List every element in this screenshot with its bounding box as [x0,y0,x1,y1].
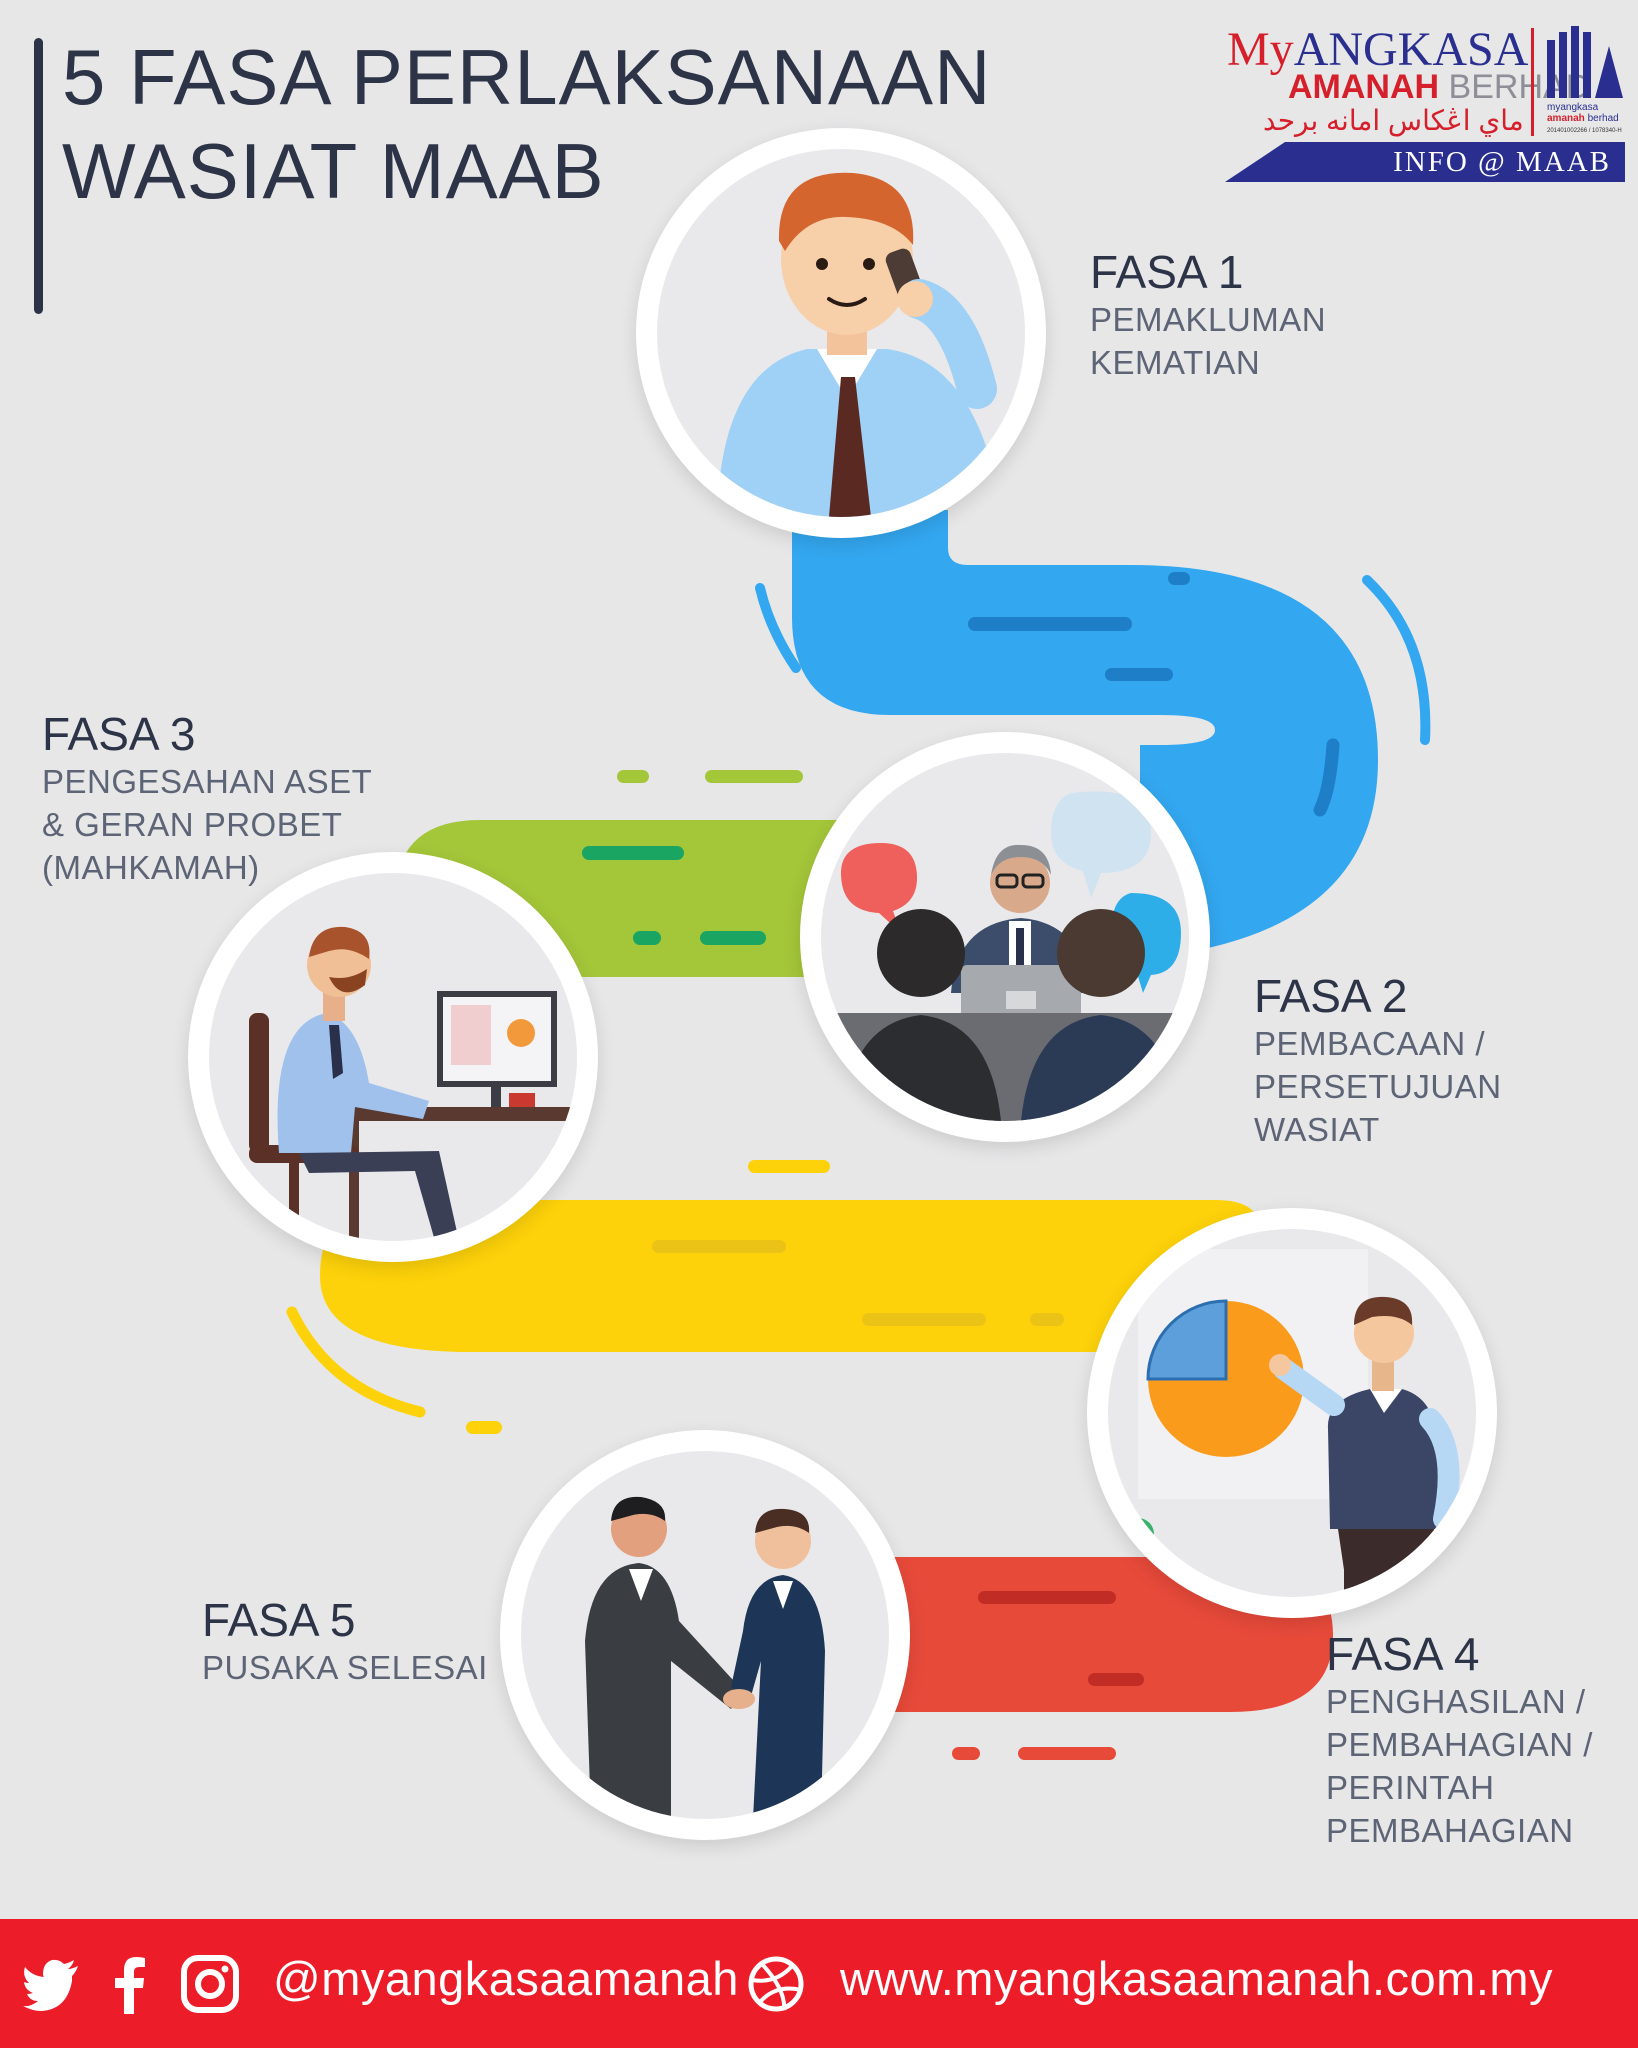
phase-3-desc-3: (MAHKAMAH) [42,849,260,886]
phase-3-desc-1: PENGESAHAN ASET [42,763,373,800]
phase-4-desc-3: PERINTAH [1326,1769,1495,1806]
website-link[interactable]: www.myangkasaamanah.com.my [840,1952,1554,2005]
phase-4-desc-2: PEMBAHAGIAN / [1326,1726,1593,1763]
phase-4-desc-1: PENGHASILAN / [1326,1683,1586,1720]
logo-ribbon-text: INFO @ MAAB [1393,146,1611,178]
phase-5-label: FASA 5 [202,1594,356,1646]
phase-5-desc-1: PUSAKA SELESAI [202,1649,488,1686]
phase-1-desc-2: KEMATIAN [1090,344,1261,381]
logo-reg-no: 201401002266 / 1078340-H [1547,128,1622,134]
title-line-1: 5 FASA PERLAKSANAAN [62,33,992,121]
phase-5-text: FASA 5 PUSAKA SELESAI [202,1594,488,1689]
man-at-desk-icon [249,926,577,1241]
footer-bar: @myangkasaamanah www.myangkasaamanah.com… [0,1919,1638,2048]
phase-2-desc-1: PEMBACAAN / [1254,1025,1486,1062]
presenter-pie-chart-icon [1122,1249,1460,1597]
phase-1-label: FASA 1 [1090,246,1244,298]
logo-emblem-text-1: myangkasa [1547,102,1599,113]
phase-2-label: FASA 2 [1254,970,1408,1022]
man-on-phone-icon [717,172,997,517]
phase-1-desc-1: PEMAKLUMAN [1090,301,1327,338]
instagram-icon[interactable] [180,1954,240,2014]
phase-3-text: FASA 3 PENGESAHAN ASET & GERAN PROBET (M… [42,708,372,889]
phase-5-illustration [500,1430,910,1840]
phase-4-text: FASA 4 PENGHASILAN / PEMBAHAGIAN / PERIN… [1326,1628,1593,1852]
logo-emblem-text-2: amanah berhad [1547,113,1619,124]
phase-1-illustration [636,128,1046,538]
facebook-icon[interactable] [100,1954,160,2014]
phase-3-illustration [188,852,598,1262]
page-title: 5 FASA PERLAKSANAAN WASIAT MAAB [62,30,991,218]
handshake-icon [585,1496,825,1819]
logo-ribbon [1225,142,1625,182]
title-line-2: WASIAT MAAB [62,127,605,215]
logo-divider [1531,28,1534,136]
title-accent-bar [34,38,43,314]
phase-4-label: FASA 4 [1326,1628,1480,1680]
phase-3-desc-2: & GERAN PROBET [42,806,343,843]
social-handle[interactable]: @myangkasaamanah [273,1952,739,2005]
phase-2-desc-3: WASIAT [1254,1111,1380,1148]
logo-emblem-icon: myangkasa amanah berhad 201401002266 / 1… [1547,26,1623,134]
phase-2-illustration [800,732,1210,1142]
phase-2-desc-2: PERSETUJUAN [1254,1068,1502,1105]
phase-1-text: FASA 1 PEMAKLUMAN KEMATIAN [1090,246,1326,384]
logo-jawi-text: ماي اڠكاس امانه برحد [1263,105,1524,136]
twitter-icon[interactable] [22,1954,82,2014]
phase-4-illustration [1087,1208,1497,1618]
logo-myangkasa: MyANGKASA [1227,23,1529,76]
company-logo: MyANGKASA AMANAH BERHAD ماي اڠكاس امانه … [1225,22,1625,182]
phase-4-desc-4: PEMBAHAGIAN [1326,1812,1574,1849]
meeting-icon [821,791,1189,1121]
dribbble-icon[interactable] [746,1954,806,2014]
phase-2-text: FASA 2 PEMBACAAN / PERSETUJUAN WASIAT [1254,970,1502,1151]
phase-3-label: FASA 3 [42,708,196,760]
